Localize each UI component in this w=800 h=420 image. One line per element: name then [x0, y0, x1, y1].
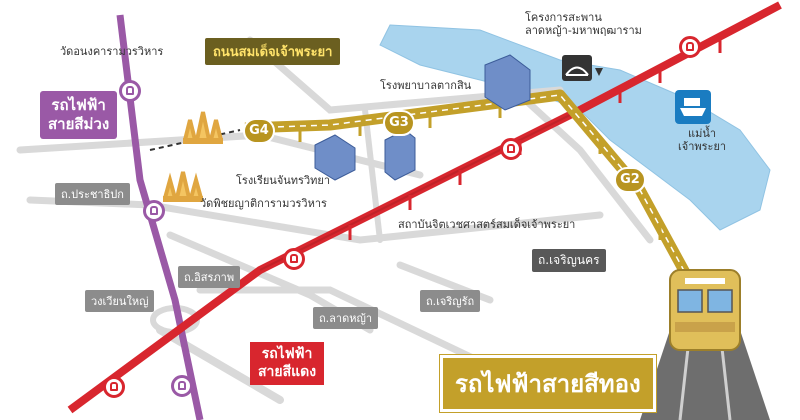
road-charoen-nakhon	[516, 91, 654, 244]
red-station-4[interactable]	[103, 376, 125, 398]
red-station-2[interactable]	[500, 138, 522, 160]
purple-station-1[interactable]	[119, 80, 141, 102]
road-vertical	[362, 107, 383, 243]
bridge-icon	[562, 55, 603, 81]
boat-icon	[675, 90, 711, 124]
road-label-wongwian-yai: วงเวียนใหญ่	[85, 290, 155, 312]
hospital-label: โรงพยาบาลตากสิน	[380, 79, 472, 92]
road-label-somdet: ถนนสมเด็จเจ้าพระยา	[205, 38, 341, 65]
chao-phraya-river	[379, 24, 771, 231]
road-label-lat-ya: ถ.ลาดหญ้า	[313, 307, 379, 329]
red-line-label: รถไฟฟ้า สายสีแดง	[250, 342, 325, 385]
temple-label-1: วัดอนงคารามวรวิหาร	[60, 45, 164, 58]
gold-station-g3[interactable]: G3	[383, 110, 415, 136]
red-line	[67, 1, 782, 414]
road-label-prachathipok: ถ.ประชาธิปก	[55, 183, 130, 205]
gold-station-g2[interactable]: G2	[614, 167, 646, 193]
red-station-1[interactable]	[679, 36, 701, 58]
road-label-charoen-nakhon: ถ.เจริญนคร	[532, 249, 606, 272]
red-station-3[interactable]	[283, 248, 305, 270]
road-label-itsaraphap: ถ.อิสรภาพ	[178, 266, 241, 288]
purple-station-3[interactable]	[171, 375, 193, 397]
bridge-project-label: โครงการสะพาน ลาดหญ้า-มหาพฤฒาราม	[525, 11, 642, 37]
train-icon	[669, 269, 741, 351]
building-icon	[314, 54, 531, 181]
temple-icon	[183, 111, 223, 144]
institute-label: สถาบันจิตเวชศาสตร์สมเด็จเจ้าพระยา	[398, 218, 576, 231]
gold-station-g4[interactable]: G4	[243, 118, 275, 144]
road-south	[156, 326, 284, 404]
purple-line-label: รถไฟฟ้า สายสีม่วง	[40, 91, 118, 139]
temple-icon	[163, 171, 203, 202]
gold-line-label: รถไฟฟ้าสายสีทอง	[439, 354, 657, 413]
school-label: โรงเรียนจันทรวิทยา	[236, 174, 330, 187]
gold-line	[244, 89, 705, 303]
purple-station-2[interactable]	[143, 200, 165, 222]
temple-label-2: วัดพิชยญาติการามวรวิหาร	[200, 197, 327, 210]
road-label-charoen-rat: ถ.เจริญรัถ	[420, 290, 481, 312]
river-label: แม่น้ำ เจ้าพระยา	[678, 127, 727, 153]
